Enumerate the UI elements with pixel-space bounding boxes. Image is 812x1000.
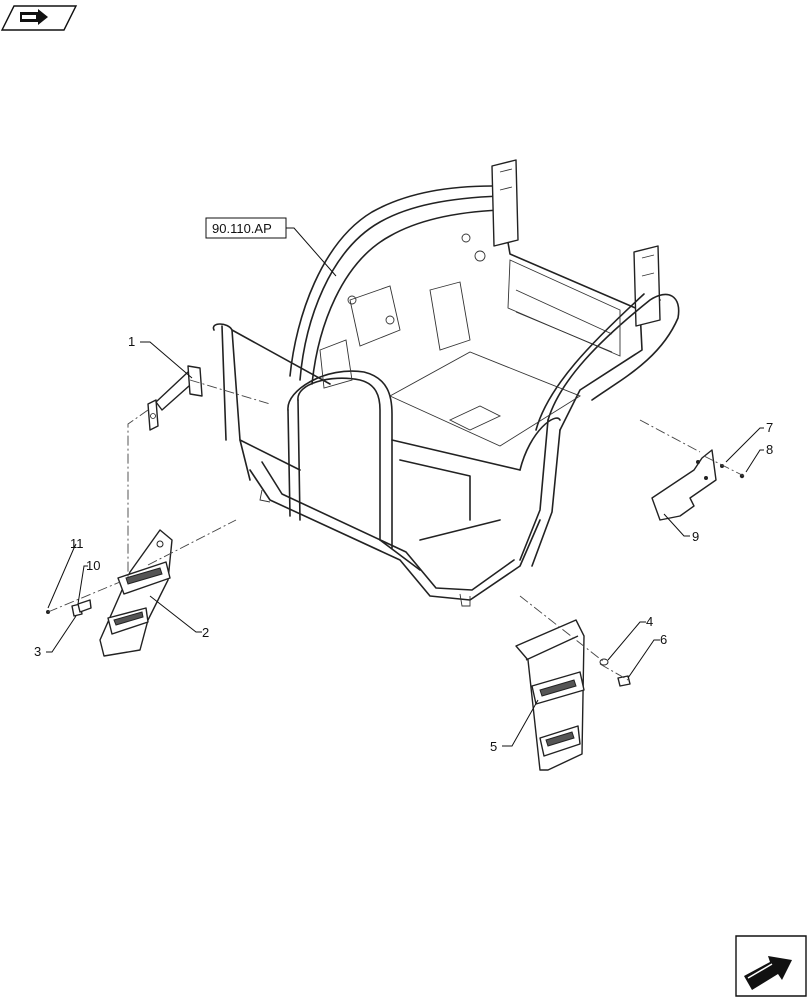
callout-5[interactable]: 5 [490, 739, 497, 754]
cab-frame [212, 159, 680, 607]
callout-7[interactable]: 7 [766, 420, 773, 435]
callout-1[interactable]: 1 [128, 334, 135, 349]
part-left-step [99, 529, 173, 657]
reference-label-box[interactable]: 90.110.AP [205, 217, 287, 239]
reference-label: 90.110.AP [212, 221, 272, 236]
leader-lines [46, 227, 764, 747]
callout-9[interactable]: 9 [692, 529, 699, 544]
part-fasteners-left [46, 599, 92, 617]
book-arrow-icon[interactable] [0, 5, 78, 31]
part-right-step [515, 619, 585, 771]
assembly-lines [47, 379, 745, 681]
callout-10[interactable]: 10 [86, 558, 100, 573]
callout-labels: 1 2 3 4 5 6 7 8 9 10 11 [34, 334, 773, 754]
part-bracket [147, 365, 203, 431]
part-fasteners-right [599, 658, 631, 687]
part-cover-plate [651, 449, 717, 521]
callout-11[interactable]: 11 [70, 536, 84, 551]
callout-2[interactable]: 2 [202, 625, 209, 640]
next-page-arrow-icon[interactable] [735, 935, 807, 997]
callout-6[interactable]: 6 [660, 632, 667, 647]
callout-3[interactable]: 3 [34, 644, 41, 659]
callout-8[interactable]: 8 [766, 442, 773, 457]
callout-4[interactable]: 4 [646, 614, 653, 629]
